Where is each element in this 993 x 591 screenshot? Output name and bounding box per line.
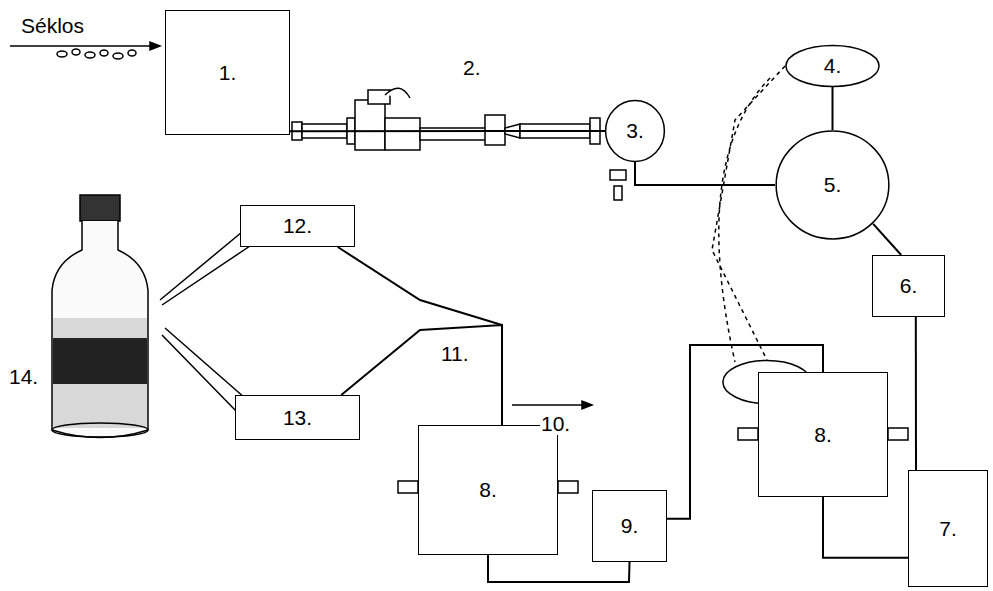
filter-vessel: 8. (758, 372, 888, 497)
pipe-line (823, 497, 908, 558)
filter-vessel: 8. (418, 425, 558, 555)
vessel-ball: 3. (605, 100, 665, 162)
callout-number: 3. (626, 119, 644, 142)
process-box: 7. (908, 470, 988, 587)
feed-label: Séklos (20, 14, 85, 37)
pump-assembly (292, 88, 600, 150)
pipe-line (290, 130, 605, 132)
callout-number: 6. (900, 274, 918, 297)
pipe-connector (915, 317, 916, 470)
callout-number: 2. (462, 56, 482, 79)
pipe-connector (832, 87, 833, 130)
pipe-connector (873, 224, 901, 255)
callout-number: 13. (283, 406, 312, 429)
callout-number: 5. (824, 173, 842, 196)
callout-number: 11. (440, 342, 470, 365)
outlet-arrow (512, 404, 592, 406)
pipe-line (635, 162, 775, 185)
callout-number: 10. (540, 412, 571, 435)
pipe-line (873, 224, 901, 255)
callout-number: 7. (939, 517, 957, 540)
flange (614, 186, 622, 200)
callout-number: 9. (621, 514, 639, 537)
swing-path (719, 78, 770, 362)
pipe-line (832, 87, 834, 130)
process-box: 9. (592, 490, 667, 562)
pipe-connector (290, 131, 605, 132)
pipe-connector (635, 162, 775, 185)
pipe-line (712, 66, 785, 360)
pipe-line (341, 325, 502, 425)
fill-pipe (160, 232, 250, 305)
filler-box: 12. (240, 205, 355, 247)
pipe-connector (712, 66, 785, 360)
pipe-line (338, 247, 502, 425)
process-box: 6. (872, 255, 945, 317)
lid-ellipse: 4. (785, 45, 880, 87)
pebbles (57, 49, 136, 59)
process-box: 1. (165, 10, 290, 135)
callout-number: 12. (283, 214, 312, 237)
flange (610, 170, 626, 180)
pipe-connector (338, 247, 502, 425)
pipe-connector (341, 325, 502, 425)
fill-pipe (162, 328, 245, 412)
pipe-line (915, 317, 917, 470)
callout-number: 14. (8, 365, 39, 388)
sphere-vessel: 5. (775, 130, 890, 240)
callout-number: 4. (824, 54, 842, 77)
outlet-arrowhead (582, 401, 592, 409)
filler-box: 13. (235, 395, 360, 440)
bottle (52, 195, 148, 438)
callout-number: 8. (814, 423, 832, 446)
pipe-connector (823, 497, 908, 558)
callout-number: 8. (479, 478, 497, 501)
callout-number: 1. (219, 61, 237, 84)
feed-arrowhead (150, 42, 160, 50)
feed-arrow (10, 45, 160, 47)
